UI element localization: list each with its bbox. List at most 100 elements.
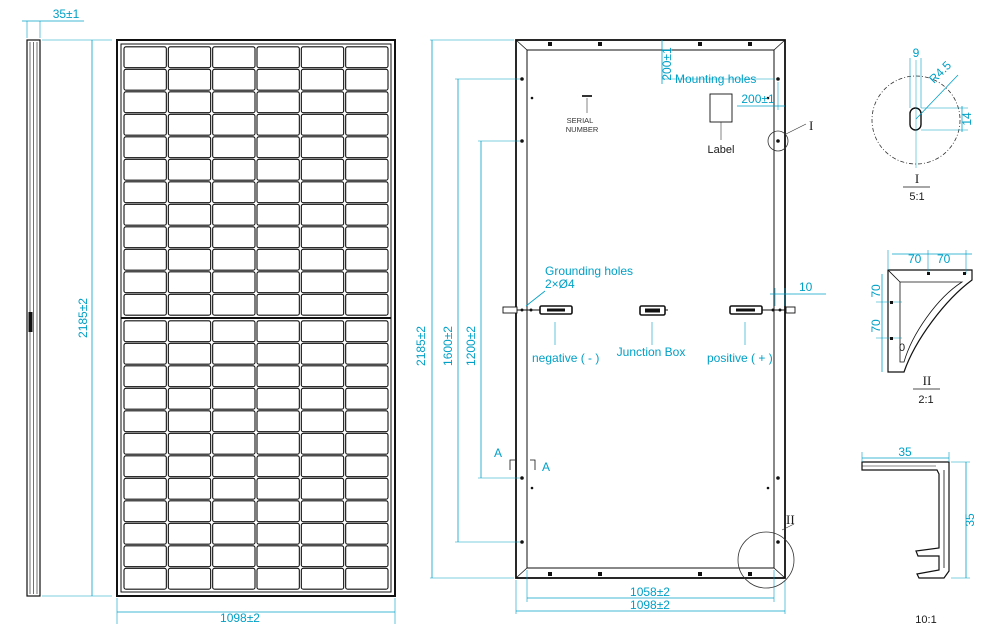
solar-cell [300, 91, 345, 114]
solar-cell [167, 46, 212, 69]
solar-cell [256, 522, 300, 545]
solar-cell [345, 387, 389, 410]
solar-cell [256, 271, 300, 294]
solar-cell [167, 91, 212, 114]
detail-1-dim-14: 14 [960, 112, 974, 126]
solar-cell [256, 158, 300, 181]
solar-cell [256, 410, 300, 433]
solar-cell [256, 91, 300, 114]
solar-cell [167, 432, 212, 455]
solar-cell [256, 320, 300, 343]
solar-cell-grid [123, 46, 389, 590]
solar-cell [167, 477, 212, 500]
solar-cell [256, 545, 300, 568]
solar-cell [123, 113, 167, 136]
solar-cell [345, 46, 389, 69]
serial-number-plate [582, 95, 592, 97]
solar-cell [212, 342, 256, 365]
solar-cell [300, 226, 345, 249]
solar-cell [123, 293, 167, 316]
solar-cell [300, 136, 345, 159]
back-inner-width-label: 1058±2 [630, 585, 670, 599]
solar-cell [345, 158, 389, 181]
solar-cell [345, 271, 389, 294]
solar-cell [345, 136, 389, 159]
solar-cell [345, 91, 389, 114]
back-view: 200±1 Mounting holes 200±1 SERIAL NUMBER… [414, 39, 826, 614]
solar-cell [256, 226, 300, 249]
solar-cell [345, 113, 389, 136]
negative-connector [502, 305, 573, 315]
solar-cell [167, 455, 212, 478]
detail-1-marker-label: I [809, 118, 813, 133]
detail-2-dim-70-b: 70 [937, 252, 951, 266]
solar-cell [300, 113, 345, 136]
solar-cell [167, 410, 212, 433]
solar-cell [123, 522, 167, 545]
detail-2-corner [887, 269, 973, 373]
back-height-1600-label: 1600±2 [441, 326, 455, 366]
solar-cell [123, 567, 167, 590]
solar-cell [256, 477, 300, 500]
solar-cell [212, 113, 256, 136]
detail-2-marker-label: II [786, 512, 795, 527]
solar-cell [256, 113, 300, 136]
detail-2: 70 70 70 70 0 II 2:1 [869, 250, 973, 406]
solar-cell [256, 365, 300, 388]
solar-cell [212, 203, 256, 226]
solar-cell [300, 455, 345, 478]
side-frame [26, 39, 41, 597]
detail-3-scale: 10:1 [915, 614, 936, 626]
detail-2-dim-70-d: 70 [869, 319, 883, 333]
solar-cell [300, 248, 345, 271]
solar-cell [212, 567, 256, 590]
detail-2-marker [737, 531, 795, 589]
solar-cell [212, 320, 256, 343]
solar-cell [212, 500, 256, 523]
solar-cell [256, 432, 300, 455]
detail-1-slot [909, 107, 922, 131]
detail-2-scale: 2:1 [918, 394, 933, 406]
label-rect [709, 93, 733, 123]
solar-cell [212, 248, 256, 271]
section-a-left-label: A [494, 446, 502, 460]
grounding-line2-label: 2×Ø4 [545, 277, 575, 291]
solar-cell [167, 68, 212, 91]
detail-1-name: I [915, 171, 919, 186]
solar-cell [123, 545, 167, 568]
solar-cell [300, 432, 345, 455]
solar-cell [123, 387, 167, 410]
back-outer-width-label: 1098±2 [630, 598, 670, 612]
detail-2-dim-70-c: 70 [869, 284, 883, 298]
solar-cell [300, 365, 345, 388]
solar-cell [212, 365, 256, 388]
solar-cell [212, 477, 256, 500]
solar-cell [300, 477, 345, 500]
solar-cell [167, 226, 212, 249]
solar-cell [167, 522, 212, 545]
solar-cell [300, 158, 345, 181]
solar-cell [123, 432, 167, 455]
solar-cell [212, 271, 256, 294]
grounding-line1-label: Grounding holes [545, 264, 633, 278]
detail-1-scale: 5:1 [909, 191, 924, 203]
back-height-1200-label: 1200±2 [464, 326, 478, 366]
solar-cell [167, 248, 212, 271]
solar-cell [345, 248, 389, 271]
solar-cell [345, 522, 389, 545]
solar-cell [167, 158, 212, 181]
solar-cell [345, 410, 389, 433]
solar-cell [123, 455, 167, 478]
label-caption: Label [708, 144, 735, 156]
solar-cell [123, 46, 167, 69]
solar-cell [300, 320, 345, 343]
serial-line1-label: SERIAL [567, 116, 594, 125]
negative-label: negative ( - ) [532, 351, 599, 365]
junction-box [639, 305, 668, 316]
solar-cell [167, 136, 212, 159]
solar-cell [167, 203, 212, 226]
solar-cell [345, 293, 389, 316]
detail-3-width-label: 35 [898, 445, 912, 459]
solar-cell [212, 432, 256, 455]
